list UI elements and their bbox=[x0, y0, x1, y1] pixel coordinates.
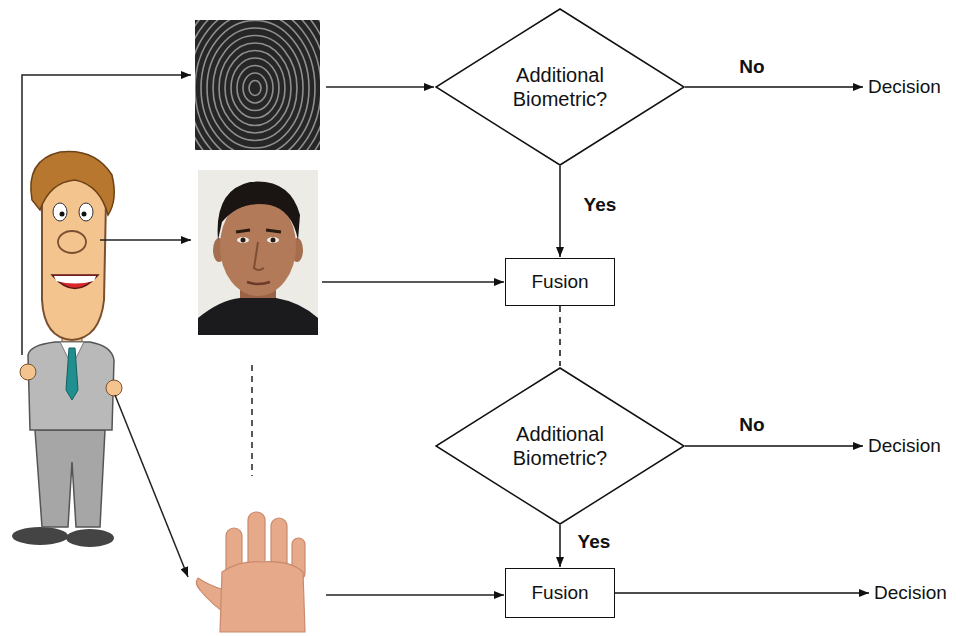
ridge bbox=[201, 21, 309, 151]
ridge bbox=[237, 66, 273, 111]
ridge bbox=[213, 36, 297, 141]
diamond-text-area: Additional Biometric? bbox=[435, 8, 685, 166]
trousers bbox=[35, 430, 105, 527]
pupil bbox=[241, 238, 246, 243]
node-text: Decision bbox=[868, 75, 941, 98]
decision-diamond: Additional Biometric? bbox=[435, 8, 685, 166]
node-text: Additional Biometric? bbox=[496, 422, 624, 471]
eye bbox=[53, 203, 67, 221]
palm bbox=[220, 562, 305, 632]
ridge bbox=[195, 20, 320, 150]
eye bbox=[267, 237, 279, 243]
shirt bbox=[198, 298, 318, 335]
eye bbox=[79, 203, 93, 221]
mouth bbox=[52, 275, 98, 289]
mouth bbox=[247, 282, 270, 284]
edge-label: Yes bbox=[575, 531, 614, 553]
fist bbox=[20, 364, 36, 380]
edge-label: No bbox=[736, 414, 767, 436]
flow-arrow bbox=[615, 592, 869, 594]
ridge bbox=[231, 58, 279, 118]
fusion-box: Fusion bbox=[505, 568, 615, 618]
diamond-text-area: Additional Biometric? bbox=[435, 367, 685, 525]
ridge bbox=[225, 51, 285, 126]
node-text: Additional Biometric? bbox=[496, 63, 624, 112]
ridge bbox=[219, 43, 291, 133]
ridge bbox=[207, 28, 303, 148]
flow-arrow bbox=[559, 166, 561, 257]
capture-arrow bbox=[100, 239, 191, 241]
hair bbox=[31, 151, 114, 215]
node-text: Fusion bbox=[531, 270, 588, 293]
head bbox=[42, 168, 106, 340]
diamond-shape bbox=[436, 9, 684, 165]
suit bbox=[28, 342, 114, 430]
fingerprint-ridges bbox=[195, 20, 320, 150]
node-text: Decision bbox=[874, 581, 947, 604]
tie bbox=[66, 348, 78, 400]
pupil bbox=[82, 212, 87, 217]
capture-lines bbox=[22, 75, 504, 595]
flow-arrow bbox=[685, 86, 863, 88]
hand-image bbox=[196, 512, 305, 632]
node-text: Fusion bbox=[531, 581, 588, 604]
sample-arrow bbox=[322, 281, 504, 283]
capture-arrow bbox=[115, 395, 188, 577]
edge-label: No bbox=[736, 56, 767, 78]
ridge bbox=[195, 20, 320, 150]
ridge bbox=[195, 20, 320, 150]
edge-label: Yes bbox=[581, 194, 620, 216]
nose bbox=[58, 231, 86, 253]
ridge bbox=[195, 20, 315, 150]
decision-node: Decision bbox=[866, 73, 943, 100]
face-image bbox=[198, 170, 318, 335]
flow-arrow bbox=[559, 306, 561, 366]
node-text: Decision bbox=[868, 434, 941, 457]
flow-arrow bbox=[559, 525, 561, 567]
decision-node: Decision bbox=[866, 432, 943, 459]
diamond-shape bbox=[436, 368, 684, 524]
decision-node: Decision bbox=[872, 579, 949, 606]
fusion-box: Fusion bbox=[505, 258, 615, 306]
diamond-outline bbox=[435, 8, 685, 166]
flow-arrow bbox=[685, 445, 863, 447]
ridge bbox=[195, 20, 320, 150]
sample-arrow bbox=[326, 594, 504, 596]
photo-ground bbox=[198, 170, 318, 335]
person-cartoon bbox=[12, 151, 122, 547]
shoe bbox=[66, 529, 114, 547]
sample-arrow bbox=[326, 86, 434, 88]
diamond-outline bbox=[435, 367, 685, 525]
pupil bbox=[271, 238, 276, 243]
fist bbox=[106, 380, 122, 396]
ridge bbox=[195, 20, 320, 150]
shoe bbox=[12, 527, 68, 545]
eye bbox=[237, 237, 249, 243]
hair bbox=[218, 182, 300, 240]
eyebrow bbox=[236, 230, 250, 232]
teeth bbox=[54, 276, 96, 284]
pupil bbox=[60, 212, 65, 217]
ridge bbox=[243, 73, 267, 103]
more-biometrics-dash bbox=[251, 365, 253, 476]
decision-diamond: Additional Biometric? bbox=[435, 367, 685, 525]
capture-arrow bbox=[22, 75, 191, 355]
nose bbox=[254, 242, 264, 270]
ridge bbox=[249, 81, 261, 96]
eyebrow bbox=[266, 230, 281, 232]
